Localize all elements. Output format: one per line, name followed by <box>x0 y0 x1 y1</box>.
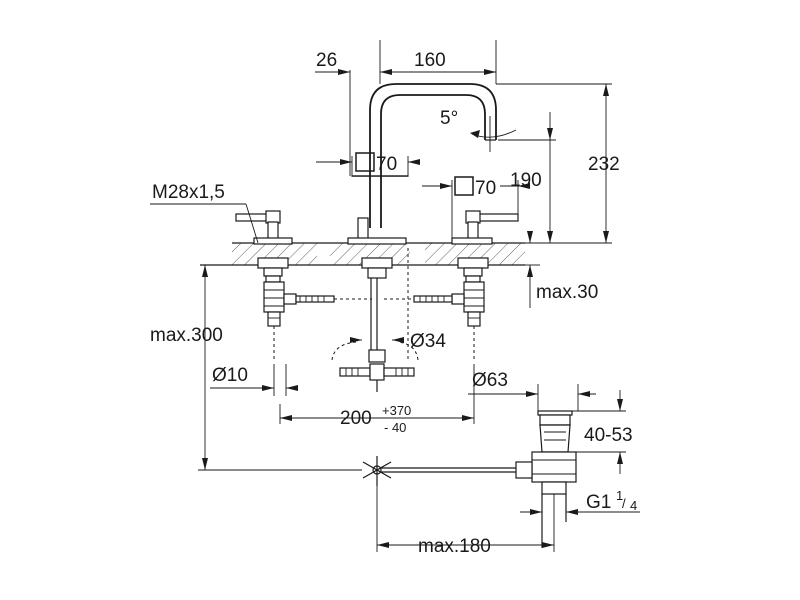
square-symbol-handle <box>454 176 474 196</box>
left-handle-valve <box>235 210 372 360</box>
label-waste-thread-num: 1 <box>616 488 623 503</box>
label-max-depth: max.300 <box>150 325 223 346</box>
label-handle-base: 70 <box>475 178 496 199</box>
label-pipe-diameter: Ø10 <box>212 365 248 386</box>
label-spout-reach: 160 <box>414 50 446 71</box>
label-spout-offset: 26 <box>316 50 337 71</box>
label-thread: M28x1,5 <box>152 182 225 203</box>
label-waste-thread: G1 <box>586 492 611 513</box>
label-outlet-height: 190 <box>510 170 542 191</box>
label-waste-thread-slash: / <box>622 496 626 511</box>
label-hole-diameter: Ø34 <box>410 331 446 352</box>
square-symbol-spout <box>355 152 375 172</box>
label-waste-height: 40-53 <box>584 425 633 446</box>
label-waste-diameter: Ø63 <box>472 370 508 391</box>
center-spout <box>331 83 497 392</box>
label-total-height: 232 <box>588 154 620 175</box>
right-handle-valve <box>384 210 519 360</box>
label-spout-base: 70 <box>376 154 397 175</box>
label-waste-thread-den: 4 <box>630 498 637 513</box>
label-waste-reach: max.180 <box>418 536 491 557</box>
label-spacing-minus: - 40 <box>384 420 406 435</box>
waste-drain <box>362 410 577 548</box>
label-spacing-nominal: 200 <box>340 408 372 429</box>
label-spacing-plus: +370 <box>382 403 411 418</box>
label-spout-angle: 5° <box>440 108 458 129</box>
dimension-lines <box>150 40 640 552</box>
label-max-thickness: max.30 <box>536 282 598 303</box>
